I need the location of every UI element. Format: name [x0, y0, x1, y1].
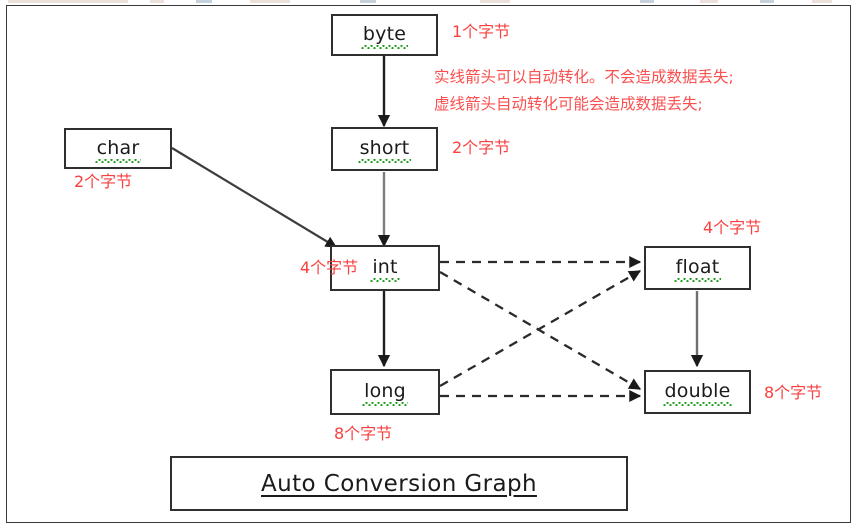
node-long[interactable]: long [330, 369, 440, 415]
legend-solid-arrow-note: 实线箭头可以自动转化。不会造成数据丢失; [434, 68, 734, 86]
size-label-byte: 1个字节 [452, 22, 511, 41]
node-short-label: short [357, 137, 412, 163]
node-byte-label: byte [360, 23, 409, 49]
node-byte[interactable]: byte [331, 14, 438, 56]
size-label-float: 4个字节 [703, 218, 762, 237]
node-int[interactable]: int [330, 245, 440, 291]
node-short[interactable]: short [331, 127, 438, 171]
size-label-double: 8个字节 [764, 383, 823, 402]
node-long-label: long [362, 380, 408, 406]
diagram-title: Auto Conversion Graph [261, 470, 537, 497]
node-double-label: double [662, 380, 733, 406]
node-int-label: int [370, 256, 401, 282]
node-float[interactable]: float [644, 246, 751, 290]
node-char[interactable]: char [64, 128, 172, 169]
size-label-long: 8个字节 [334, 424, 393, 443]
node-double[interactable]: double [644, 370, 751, 414]
size-label-short: 2个字节 [452, 138, 511, 157]
size-label-char: 2个字节 [74, 172, 133, 191]
toolbar-remnant-strip [0, 0, 859, 4]
legend-dashed-arrow-note: 虚线箭头自动转化可能会造成数据丢失; [434, 95, 703, 113]
node-float-label: float [673, 256, 722, 282]
node-char-label: char [94, 136, 142, 163]
size-label-int: 4个字节 [300, 258, 359, 277]
diagram-title-box: Auto Conversion Graph [170, 456, 628, 511]
